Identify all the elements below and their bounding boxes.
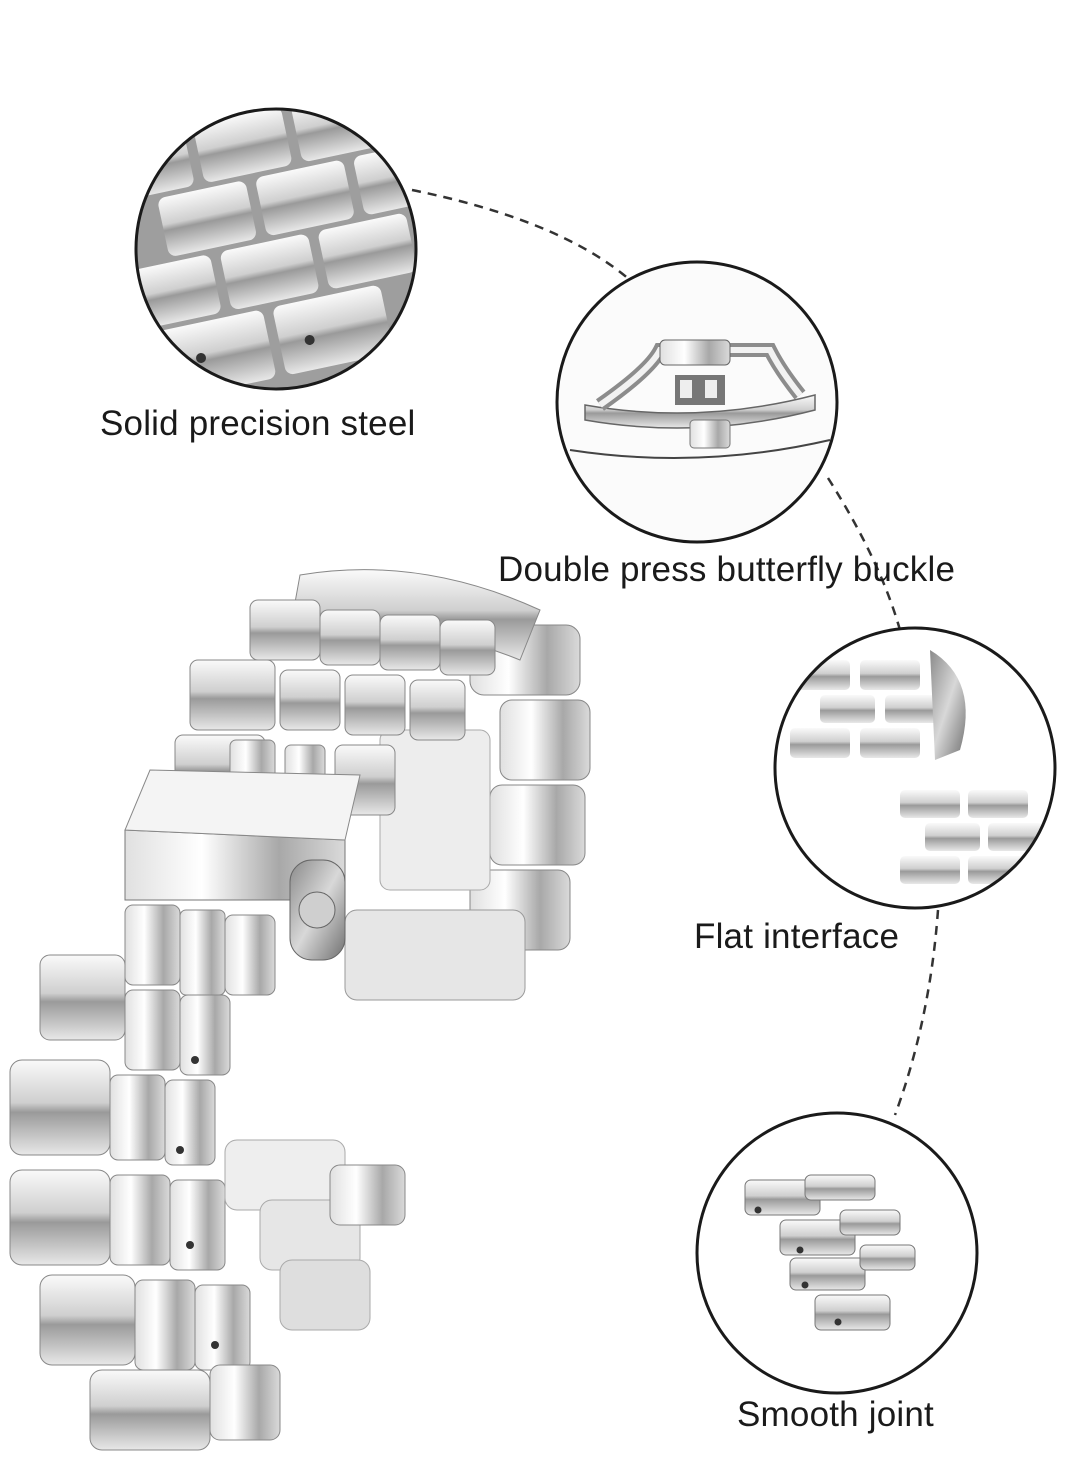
watch-bracelet-image <box>9 569 591 1451</box>
link-joint-image <box>697 1113 977 1393</box>
feature-label-buckle: Double press butterfly buckle <box>498 550 956 589</box>
dashed-connector <box>411 188 940 1116</box>
feature-circle-3 <box>773 626 1057 910</box>
feature-label-joint: Smooth joint <box>737 1395 934 1434</box>
feature-circle-2 <box>555 260 839 544</box>
bracelet-closeup-image <box>136 109 416 389</box>
feature-label-interface: Flat interface <box>694 917 900 956</box>
feature-circle-1 <box>134 107 418 391</box>
butterfly-buckle-image <box>557 262 837 542</box>
feature-circle-4 <box>695 1111 979 1395</box>
feature-label-solid: Solid precision steel <box>100 404 416 443</box>
